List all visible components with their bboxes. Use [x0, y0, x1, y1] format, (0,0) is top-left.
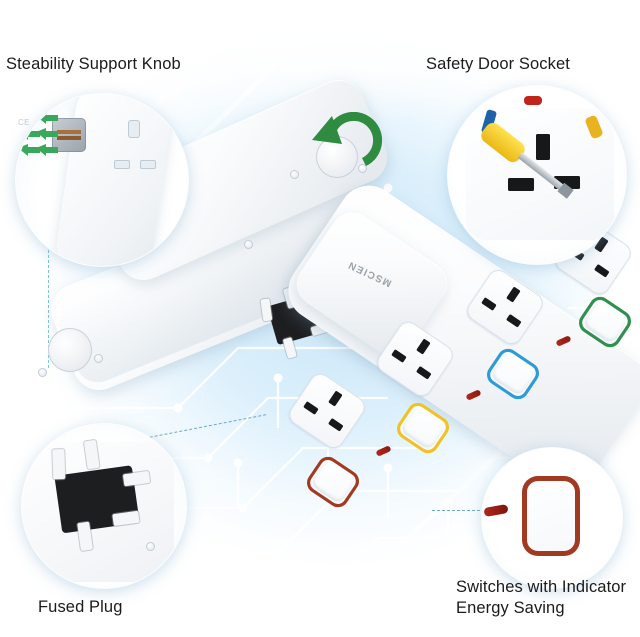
screw-2 [94, 354, 103, 363]
screw-4 [290, 170, 299, 179]
indicator-red-socket [375, 445, 392, 457]
screw-1 [38, 368, 47, 377]
screw-3 [244, 240, 253, 249]
label-fused-plug: Fused Plug [38, 598, 123, 616]
switch-red[interactable] [302, 452, 364, 512]
label-steability-support-knob: Steability Support Knob [6, 55, 181, 73]
label-safety-door-socket: Safety Door Socket [426, 55, 570, 73]
label-switches-with-indicator: Switches with Indicator Energy Saving [456, 578, 627, 617]
knob-detail-earth-slot [128, 120, 140, 138]
pressure-arrows-icon [18, 112, 58, 156]
switch-red-rocker[interactable] [309, 459, 357, 505]
socket-1-neutral-pin [594, 263, 610, 278]
safety-live-pin [508, 178, 534, 191]
socket-4-neutral-pin [328, 417, 344, 432]
switch-detail-indicator [483, 503, 509, 518]
socket-2-neutral-pin [506, 313, 522, 328]
callout-fused-plug [22, 424, 186, 588]
connector-knob [48, 250, 49, 368]
socket-4-earth-pin [328, 390, 343, 407]
switch-yellow-rocker[interactable] [399, 405, 447, 451]
chip-red [524, 96, 542, 105]
callout-safety-door-socket [448, 86, 626, 264]
socket-2-earth-pin [506, 286, 521, 303]
socket-3-live-pin [391, 349, 407, 363]
socket-3-neutral-pin [416, 365, 432, 380]
fused-plug-screw [146, 542, 155, 551]
connector-switch [432, 510, 500, 511]
support-knob-back [48, 328, 92, 372]
rotate-knob-arrow [312, 112, 382, 167]
callout-switch-indicator [482, 448, 622, 588]
socket-2-live-pin [481, 297, 497, 311]
switch-detail-rocker[interactable] [522, 476, 580, 556]
knob-detail-neutral-slot [140, 160, 156, 169]
fused-plug-detail [46, 439, 151, 552]
screw-5 [358, 164, 367, 173]
callout-steability-support-knob [16, 94, 188, 266]
safety-earth-pin [536, 134, 550, 160]
socket-3-earth-pin [416, 338, 431, 355]
knob-detail-live-slot [114, 160, 130, 169]
socket-4-live-pin [303, 401, 319, 415]
